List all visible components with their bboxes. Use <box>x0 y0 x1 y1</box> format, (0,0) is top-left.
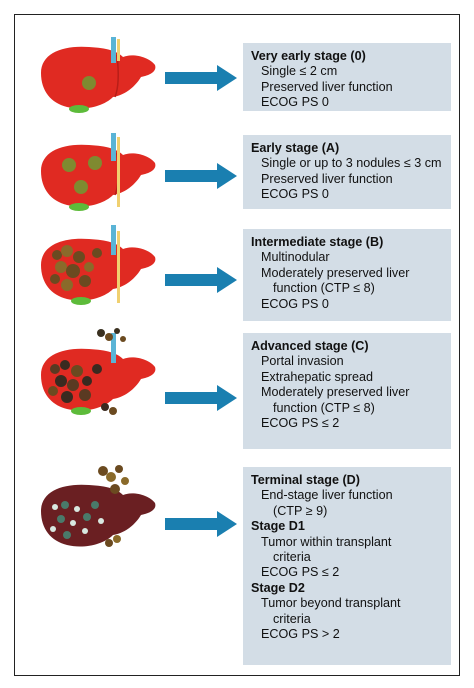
arrow-icon <box>165 385 237 411</box>
stage-row-b: Intermediate stage (B) Multinodular Mode… <box>15 215 459 325</box>
stage-criterion: Preserved liver function <box>261 171 393 186</box>
stage-row-0: Very early stage (0) Single ≤ 2 cm Prese… <box>15 15 459 115</box>
tumor-nodule <box>82 76 96 90</box>
stage-criterion: ECOG PS ≤ 2 <box>261 416 340 431</box>
stage-criterion: Single or up to 3 nodules ≤ 3 cm <box>261 156 442 171</box>
stage-row-a: Early stage (A) Single or up to 3 nodule… <box>15 115 459 215</box>
liver-illustration-early <box>41 133 156 211</box>
stage-criterion: Portal invasion <box>261 354 344 369</box>
stage-criterion: Single ≤ 2 cm <box>261 64 338 79</box>
stage-box-early: Early stage (A) Single or up to 3 nodule… <box>243 135 451 209</box>
stage-row-c: Advanced stage (C) Portal invasion Extra… <box>15 325 459 455</box>
liver-illustration-advanced <box>41 328 156 415</box>
stage-title: Intermediate stage (B) <box>251 235 384 249</box>
liver-illustration-very-early <box>41 37 156 113</box>
stage-criterion: ECOG PS ≤ 2 <box>261 565 340 580</box>
stage-title: Early stage (A) <box>251 141 340 155</box>
stage-criterion: ECOG PS 0 <box>261 95 329 110</box>
arrow-icon <box>165 65 237 91</box>
diagram-frame: Very early stage (0) Single ≤ 2 cm Prese… <box>14 14 460 676</box>
liver-illustration-intermediate <box>41 225 156 305</box>
stage-criterion: criteria <box>273 611 311 626</box>
stage-criterion: function (CTP ≤ 8) <box>273 281 375 296</box>
stage-box-advanced: Advanced stage (C) Portal invasion Extra… <box>243 333 451 449</box>
stage-criterion: ECOG PS 0 <box>261 187 329 202</box>
stage-title: Terminal stage (D) <box>251 473 360 487</box>
stage-box-intermediate: Intermediate stage (B) Multinodular Mode… <box>243 229 451 321</box>
arrow-icon <box>165 511 237 537</box>
stage-row-d: Terminal stage (D) End-stage liver funct… <box>15 455 459 677</box>
stage-criterion: End-stage liver function <box>261 488 393 503</box>
substage-title: Stage D2 <box>251 580 305 595</box>
stage-criterion: Moderately preserved liver <box>261 265 410 280</box>
stage-criterion: Moderately preserved liver <box>261 385 410 400</box>
stage-criterion: ECOG PS > 2 <box>261 627 340 642</box>
stage-title: Very early stage (0) <box>251 49 366 63</box>
stage-criterion: ECOG PS 0 <box>261 296 329 311</box>
stage-box-terminal: Terminal stage (D) End-stage liver funct… <box>243 467 451 665</box>
arrow-icon <box>165 267 237 293</box>
stage-box-very-early: Very early stage (0) Single ≤ 2 cm Prese… <box>243 43 451 111</box>
stage-criterion: Tumor beyond transplant <box>261 596 401 611</box>
stage-criterion: criteria <box>273 550 311 565</box>
stage-criterion: Multinodular <box>261 250 330 265</box>
liver-illustration-terminal <box>41 465 156 547</box>
stage-criterion: function (CTP ≤ 8) <box>273 400 375 415</box>
substage-title: Stage D1 <box>251 519 305 534</box>
stage-criterion: Preserved liver function <box>261 79 393 94</box>
stage-title: Advanced stage (C) <box>251 339 369 353</box>
stage-criterion: Extrahepatic spread <box>261 369 374 384</box>
arrow-icon <box>165 163 237 189</box>
stage-criterion: (CTP ≥ 9) <box>273 503 328 518</box>
stage-criterion: Tumor within transplant <box>261 534 392 549</box>
